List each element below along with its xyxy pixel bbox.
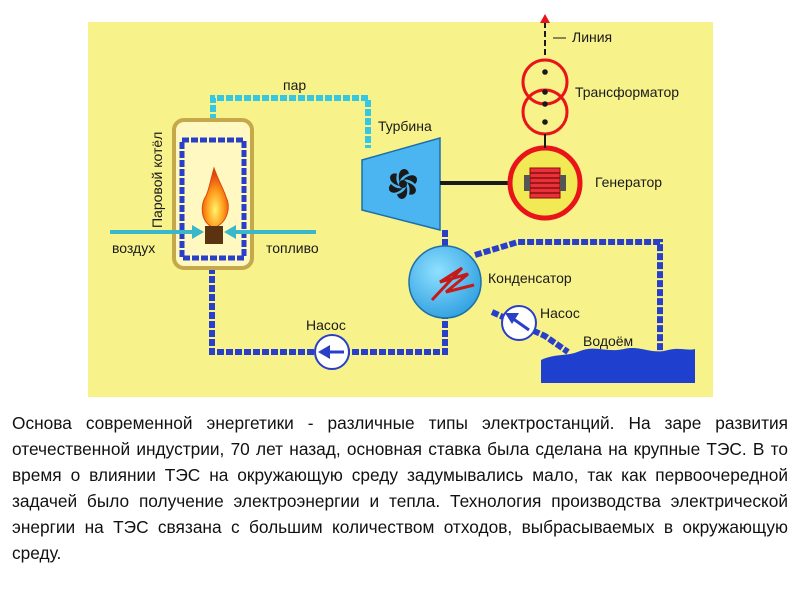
caption-text: Основа современной энергетики - различны… — [12, 413, 788, 563]
fuel-label: топливо — [266, 240, 319, 256]
pump-left-label: Насос — [306, 317, 346, 333]
pump-right-label: Насос — [540, 305, 580, 321]
steam-label: пар — [283, 77, 306, 93]
power-plant-diagram: Паровой котёл воздух топливо пар Турбина — [88, 14, 713, 397]
transformer-label: Трансформатор — [575, 84, 679, 100]
line-label: Линия — [572, 29, 612, 45]
fuel-arrow — [224, 225, 316, 239]
turbine-label: Турбина — [378, 118, 432, 134]
pump-right — [501, 305, 537, 341]
condenser — [408, 245, 482, 319]
burner-block — [205, 226, 223, 244]
line-arrow-icon — [540, 14, 550, 23]
generator-label: Генератор — [595, 174, 662, 190]
air-label: воздух — [112, 240, 155, 256]
flame-icon — [201, 166, 229, 229]
boiler — [172, 118, 254, 270]
arrow-circle-icon — [505, 313, 530, 332]
pump-left — [314, 334, 350, 370]
transformer-wire — [542, 22, 548, 148]
reservoir-label: Водоём — [583, 333, 633, 349]
generator — [507, 145, 583, 221]
arrow-circle-icon — [318, 345, 344, 359]
air-arrow — [110, 225, 204, 239]
condenser-label: Конденсатор — [488, 270, 572, 286]
reservoir-water — [541, 348, 695, 383]
coil-icon — [524, 167, 566, 199]
turbine — [361, 137, 441, 231]
condenser-coil-icon — [430, 266, 475, 302]
boiler-label: Паровой котёл — [149, 132, 165, 228]
turbine-icon — [388, 169, 418, 199]
